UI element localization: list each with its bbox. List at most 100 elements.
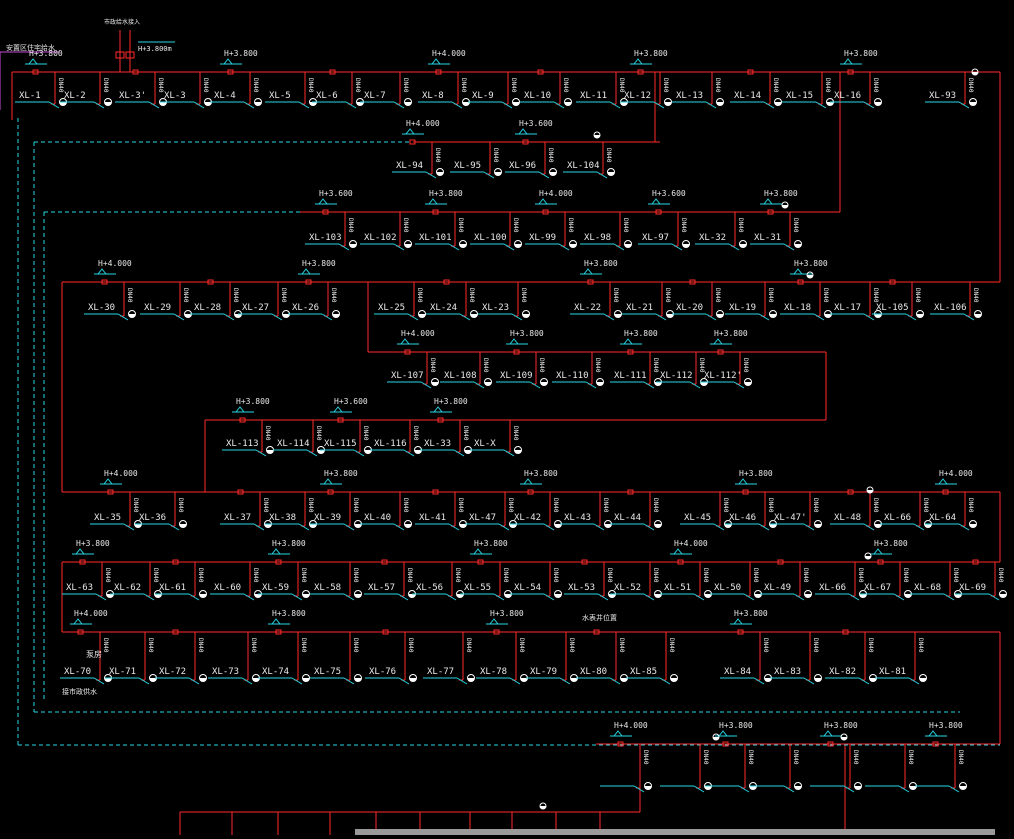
riser-label: XL-3 [164, 91, 186, 101]
leader-line [473, 381, 485, 389]
meter-fill-icon [999, 594, 1007, 598]
elevation-triangle-icon [633, 58, 643, 65]
left-note-pump: 泵房 [86, 650, 102, 659]
meter-fill-icon [549, 172, 557, 176]
pipe-size-tag: DN40 [967, 498, 974, 513]
leader-line [425, 171, 437, 179]
pipe-size-tag: DN40 [429, 358, 436, 373]
leader-line [958, 101, 970, 109]
valve-icon [677, 559, 684, 565]
elevation-triangle-icon [651, 198, 661, 205]
pipe-size-tag: DN40 [812, 638, 819, 653]
meter-fill-icon [309, 102, 317, 106]
leader-line [553, 101, 565, 109]
meter-fill-icon [769, 314, 777, 318]
valve-icon [617, 741, 624, 747]
riser-label: XL-82 [829, 667, 857, 677]
pipe-size-tag: DN40 [547, 148, 554, 163]
meter-fill-icon [282, 314, 290, 318]
valve-icon [797, 279, 804, 285]
pipe-size-tag: DN40 [872, 498, 879, 513]
pipe-size-tag: DN40 [737, 218, 744, 233]
elevation-triangle-icon [431, 58, 441, 65]
elevation-label: H+4.000 [98, 259, 132, 268]
elevation-triangle-icon [433, 406, 443, 413]
leader-line [596, 171, 608, 179]
elevation-label: H+3.800 [764, 189, 798, 198]
valve-icon [77, 629, 84, 635]
leader-line [243, 101, 255, 109]
meter-fill-icon [969, 524, 977, 528]
riser-label: XL-70 [64, 667, 92, 677]
valve-icon [827, 741, 834, 747]
pipe-size-tag: DN40 [824, 78, 831, 93]
pipe-size-tag: DN40 [668, 638, 675, 653]
meter-fill-icon [467, 678, 475, 682]
leader-line [958, 523, 970, 531]
meter-fill-icon [764, 678, 772, 682]
pipe-size-tag: DN40 [157, 78, 164, 93]
leader-line [905, 313, 917, 321]
riser-label: XL-53 [568, 583, 596, 593]
leader-line [188, 677, 200, 685]
elevation-label: H+3.600 [334, 397, 368, 406]
riser-label: XL-62 [114, 583, 142, 593]
elevation-triangle-icon [97, 268, 107, 275]
elevation-label: H+4.000 [406, 119, 440, 128]
valve-icon [747, 69, 754, 75]
meter-fill-icon [554, 524, 562, 528]
pipe-size-tag: DN40 [102, 638, 109, 653]
pipe-size-tag: DN40 [742, 358, 749, 373]
meter-fill-icon [354, 678, 362, 682]
riser-label: XL-37 [224, 513, 252, 523]
leader-line [558, 243, 570, 251]
elevation-triangle-icon [235, 406, 245, 413]
pipe-size-tag: DN40 [902, 568, 909, 583]
riser-label: XL-59 [262, 583, 290, 593]
leader-line [241, 677, 253, 685]
elevation-triangle-icon [405, 128, 415, 135]
riser-label: XL-71 [109, 667, 137, 677]
leader-line [459, 313, 471, 321]
elevation-triangle-icon [823, 730, 833, 737]
valve-icon [522, 139, 529, 145]
leader-line [243, 593, 255, 601]
pipe-size-tag: DN40 [967, 78, 974, 93]
leader-line [543, 593, 555, 601]
meter-fill-icon [974, 314, 982, 318]
riser-label: XL-78 [480, 667, 508, 677]
meter-fill-icon [104, 102, 112, 106]
meter-fill-icon [404, 244, 412, 248]
meter-fill-icon [302, 678, 310, 682]
pipe-size-tag: DN40 [457, 498, 464, 513]
elevation-label: H+3.800 [272, 539, 306, 548]
meter-fill-icon [408, 594, 416, 598]
pipe-size-tag: DN40 [972, 288, 979, 303]
elevation-triangle-icon [538, 198, 548, 205]
pipe-size-tag: DN40 [722, 498, 729, 513]
pipe-size-tag: DN40 [552, 568, 559, 583]
leader-line [655, 313, 667, 321]
elevation-triangle-icon [733, 618, 743, 625]
meter-fill-icon [654, 382, 662, 386]
pipe-size-tag: DN40 [698, 358, 705, 373]
meter-fill-icon [904, 594, 912, 598]
leader-line [343, 677, 355, 685]
elevation-label: H+3.800 [624, 329, 658, 338]
meter-fill-icon [794, 786, 802, 790]
pipe-size-tag: DN40 [605, 148, 612, 163]
elevation-triangle-icon [333, 406, 343, 413]
status-bar-strip [355, 829, 995, 835]
riser-label: XL-5 [269, 91, 291, 101]
leader-line [445, 593, 457, 601]
valve-icon [227, 69, 234, 75]
riser-label: XL-57 [368, 583, 396, 593]
elevation-label: H+3.800 [929, 721, 963, 730]
valve-icon [437, 417, 444, 423]
meter-fill-icon [859, 594, 867, 598]
pipe-size-tag: DN40 [416, 288, 423, 303]
leader-line [123, 523, 135, 531]
riser-label: XL-100 [474, 233, 507, 243]
meter-fill-icon [436, 172, 444, 176]
leader-line [148, 101, 160, 109]
